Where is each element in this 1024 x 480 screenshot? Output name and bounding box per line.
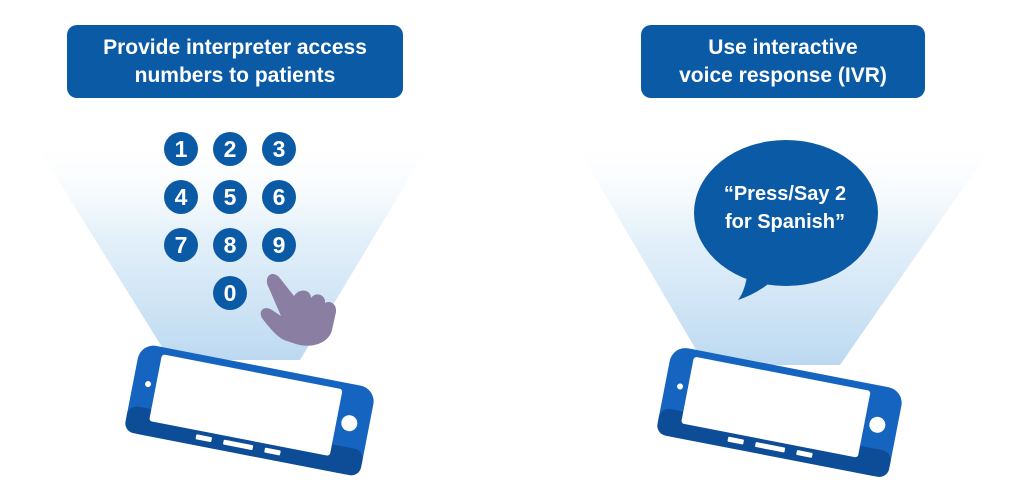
title-line: numbers to patients	[134, 63, 336, 87]
keypad-key-1: 1	[164, 132, 198, 166]
title-line: Use interactive	[708, 35, 858, 59]
smartphone-icon-right	[657, 348, 902, 477]
title-line: voice response (IVR)	[679, 63, 887, 87]
keypad-key-8: 8	[213, 228, 247, 262]
smartphone-icon	[125, 345, 374, 476]
keypad-key-9: 9	[262, 228, 296, 262]
title-line: Provide interpreter access	[103, 35, 367, 59]
speech-line: “Press/Say 2	[723, 183, 847, 205]
keypad-key-2: 2	[213, 132, 247, 166]
speech-line: for Spanish”	[724, 211, 845, 233]
keypad-key-0: 0	[213, 276, 247, 310]
panel-title-ivr: Use interactive voice response (IVR)	[641, 25, 925, 98]
pointing-hand-icon	[260, 273, 337, 346]
speech-bubble-text: “Press/Say 2 for Spanish”	[698, 180, 872, 236]
keypad-key-4: 4	[164, 180, 198, 214]
keypad-key-6: 6	[262, 180, 296, 214]
panel-title-interpreter-access: Provide interpreter access numbers to pa…	[67, 25, 403, 98]
keypad-key-5: 5	[213, 180, 247, 214]
keypad-key-3: 3	[262, 132, 296, 166]
speech-bubble-icon	[694, 140, 878, 300]
keypad-key-7: 7	[164, 228, 198, 262]
